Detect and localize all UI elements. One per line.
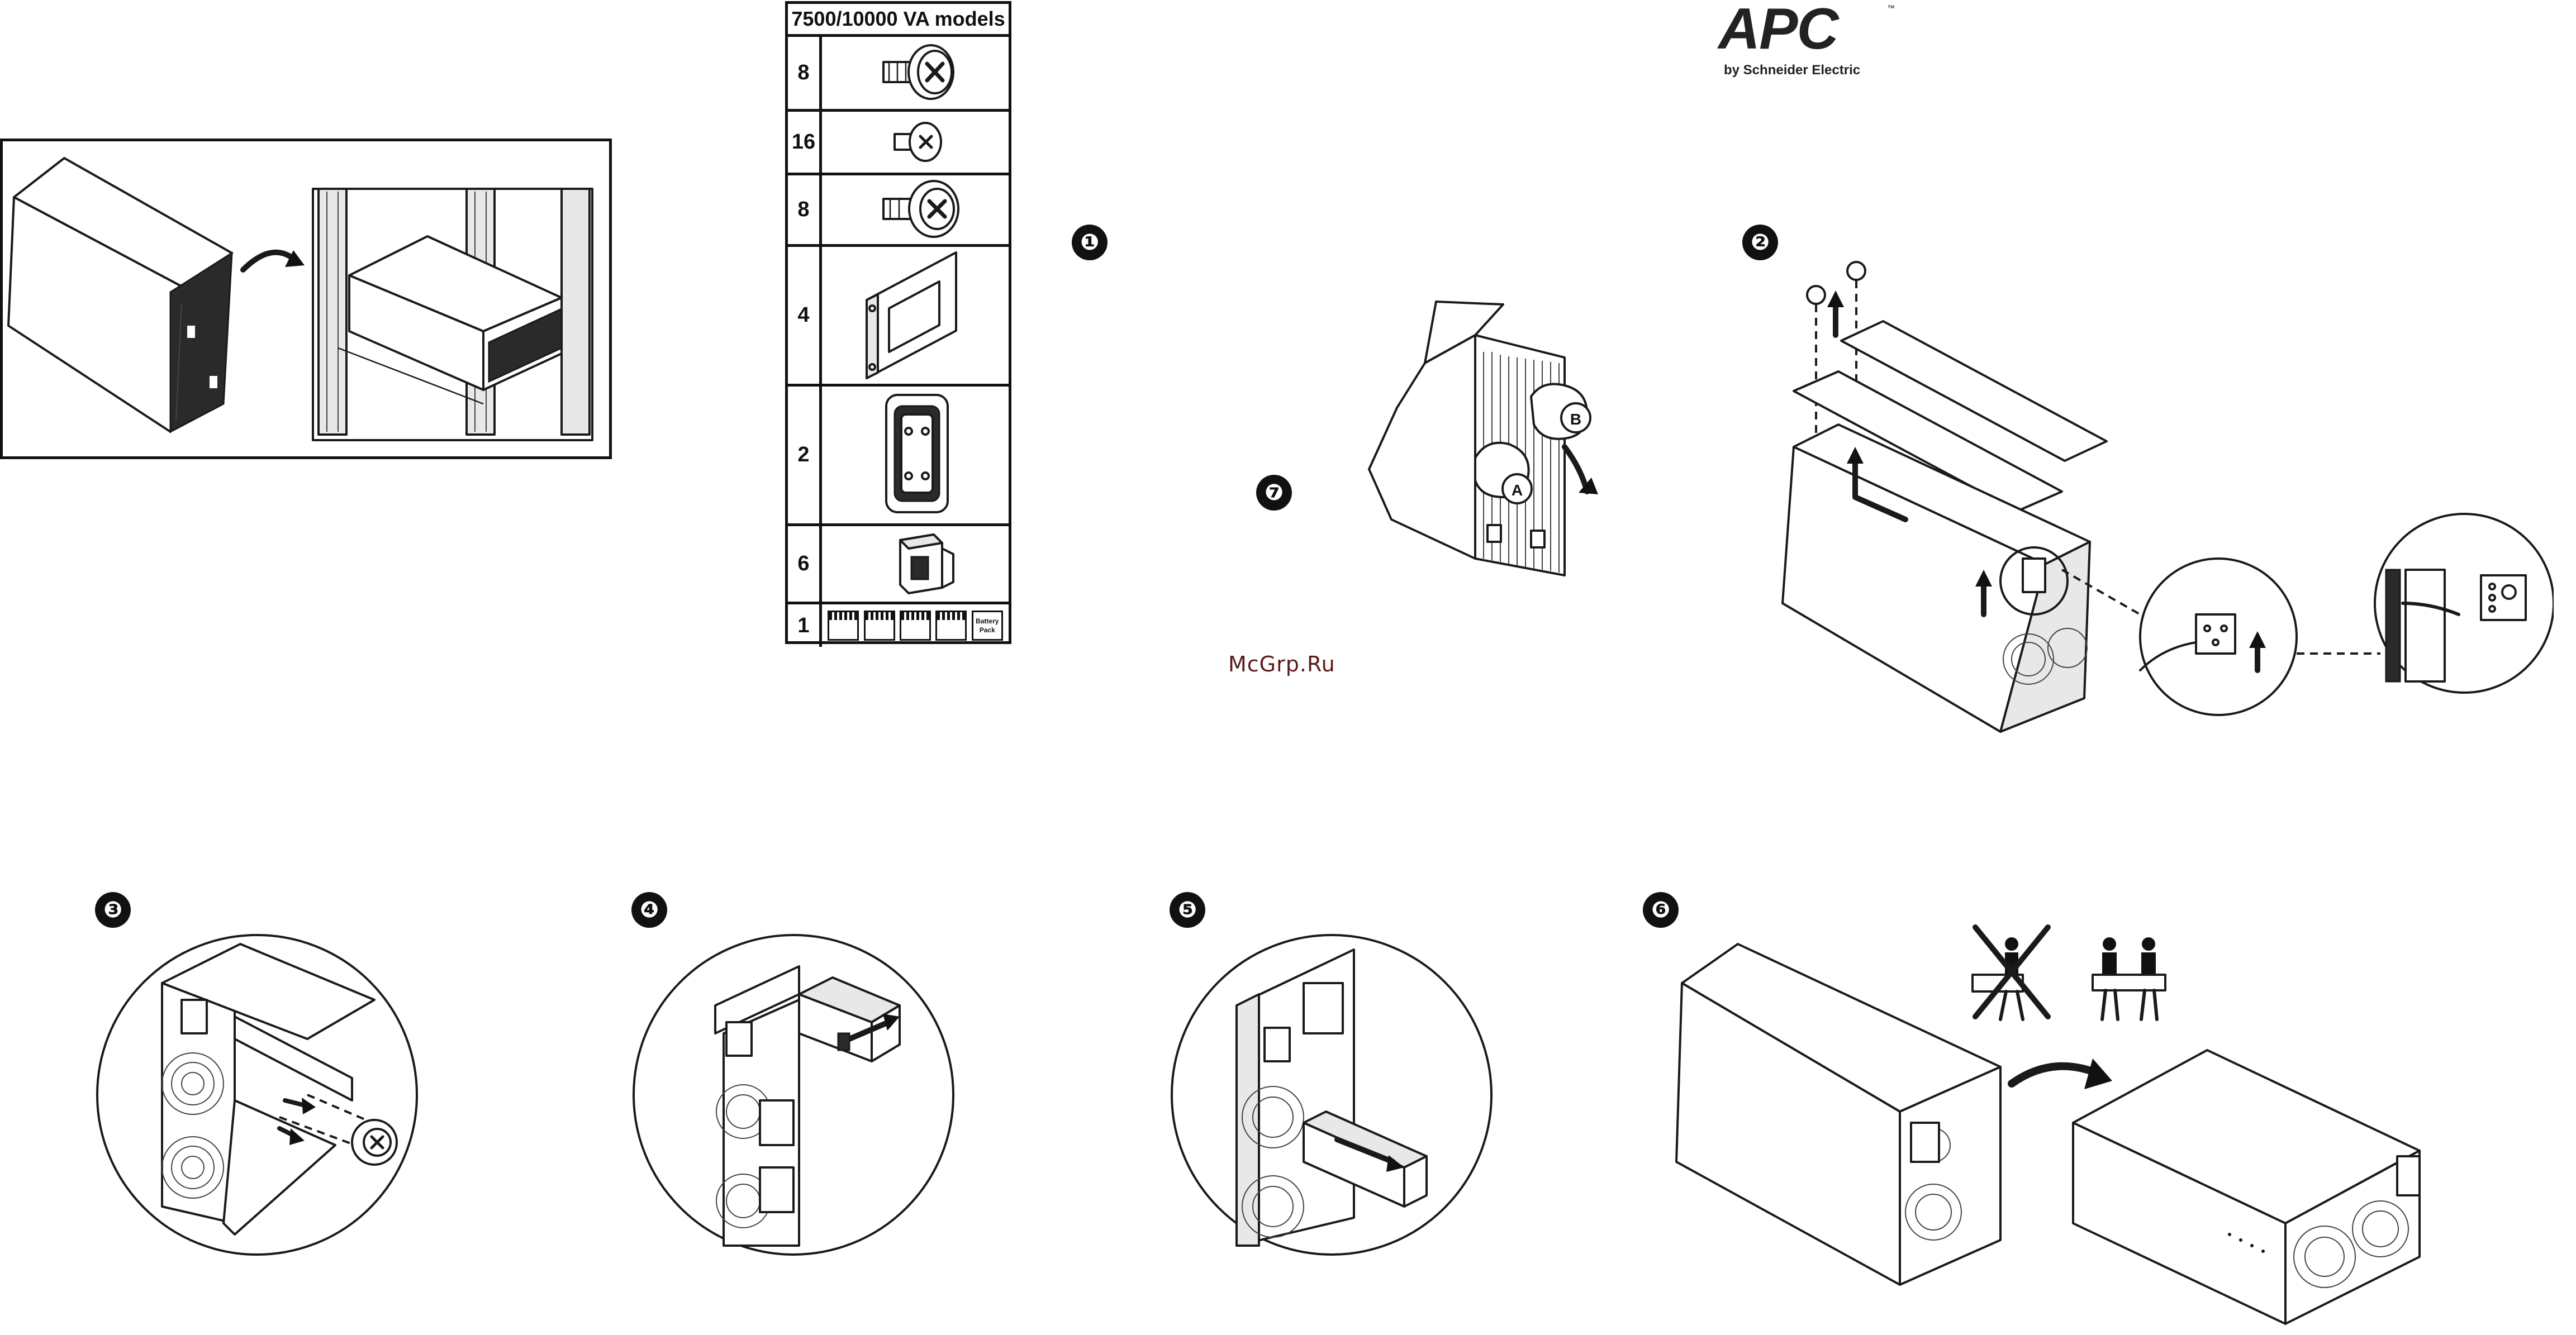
step3-illustration	[95, 933, 419, 1257]
large-phillips-screw-icon	[822, 37, 1012, 109]
step4-illustration	[631, 933, 956, 1257]
parts-row: 16	[788, 112, 1009, 175]
label-tile	[828, 611, 859, 641]
step-badge-3: ❸	[95, 892, 131, 928]
overview-illustration	[3, 141, 609, 456]
label-tile	[900, 611, 931, 641]
parts-row: 1 Battery Pack	[788, 604, 1009, 647]
brand-logo: APC ™ by Schneider Electric	[1718, 0, 1897, 84]
label-tile	[935, 611, 967, 641]
parts-row: 8	[788, 175, 1009, 247]
mounting-bracket-icon	[822, 247, 1012, 384]
battery-pack-label: Battery Pack	[972, 611, 1003, 641]
logo-wordmark: APC	[1718, 0, 1897, 58]
parts-qty: 8	[788, 37, 822, 109]
no-single-person-lift-icon	[1973, 927, 2048, 1019]
overview-frame	[0, 139, 612, 459]
step2-illustration	[1760, 257, 2554, 743]
logo-trademark: ™	[1887, 3, 1895, 12]
step-badge-1: ❶	[1072, 225, 1108, 260]
callout-b: B	[1569, 411, 1583, 428]
parts-row: 2	[788, 387, 1009, 526]
step-badge-5: ❺	[1170, 892, 1205, 928]
logo-tagline: by Schneider Electric	[1724, 63, 1860, 78]
step-badge-4: ❹	[631, 892, 667, 928]
parts-table-header: 7500/10000 VA models	[788, 4, 1009, 37]
flat-head-screw-icon	[822, 175, 1012, 245]
parts-qty: 1	[788, 604, 822, 647]
parts-qty: 2	[788, 387, 822, 523]
parts-row: 8	[788, 37, 1009, 112]
parts-table: 7500/10000 VA models 8 16 8 4	[785, 1, 1011, 644]
step6-illustration	[1671, 922, 2442, 1335]
rack-illustration	[313, 189, 592, 440]
label-tile	[864, 611, 895, 641]
parts-qty: 4	[788, 247, 822, 384]
parts-qty: 8	[788, 175, 822, 244]
step-badge-7: ❼	[1256, 475, 1292, 511]
label-sheet-icon: Battery Pack	[822, 604, 1009, 647]
step5-illustration	[1170, 933, 1494, 1257]
step1-illustration: B A	[1363, 296, 1620, 631]
parts-qty: 16	[788, 112, 822, 173]
parts-row: 4	[788, 247, 1009, 387]
watermark: McGrp.Ru	[1228, 652, 1335, 676]
handle-plate-icon	[822, 387, 1012, 524]
tower-ups-illustration	[8, 158, 232, 432]
callout-a: A	[1510, 481, 1524, 499]
cage-nut-icon	[822, 526, 1012, 602]
small-phillips-screw-icon	[822, 112, 1012, 173]
two-person-lift-icon	[2093, 937, 2165, 1019]
parts-row: 6	[788, 526, 1009, 604]
arrow-icon	[243, 252, 293, 270]
parts-qty: 6	[788, 526, 822, 602]
step-badge-2: ❷	[1742, 225, 1778, 260]
